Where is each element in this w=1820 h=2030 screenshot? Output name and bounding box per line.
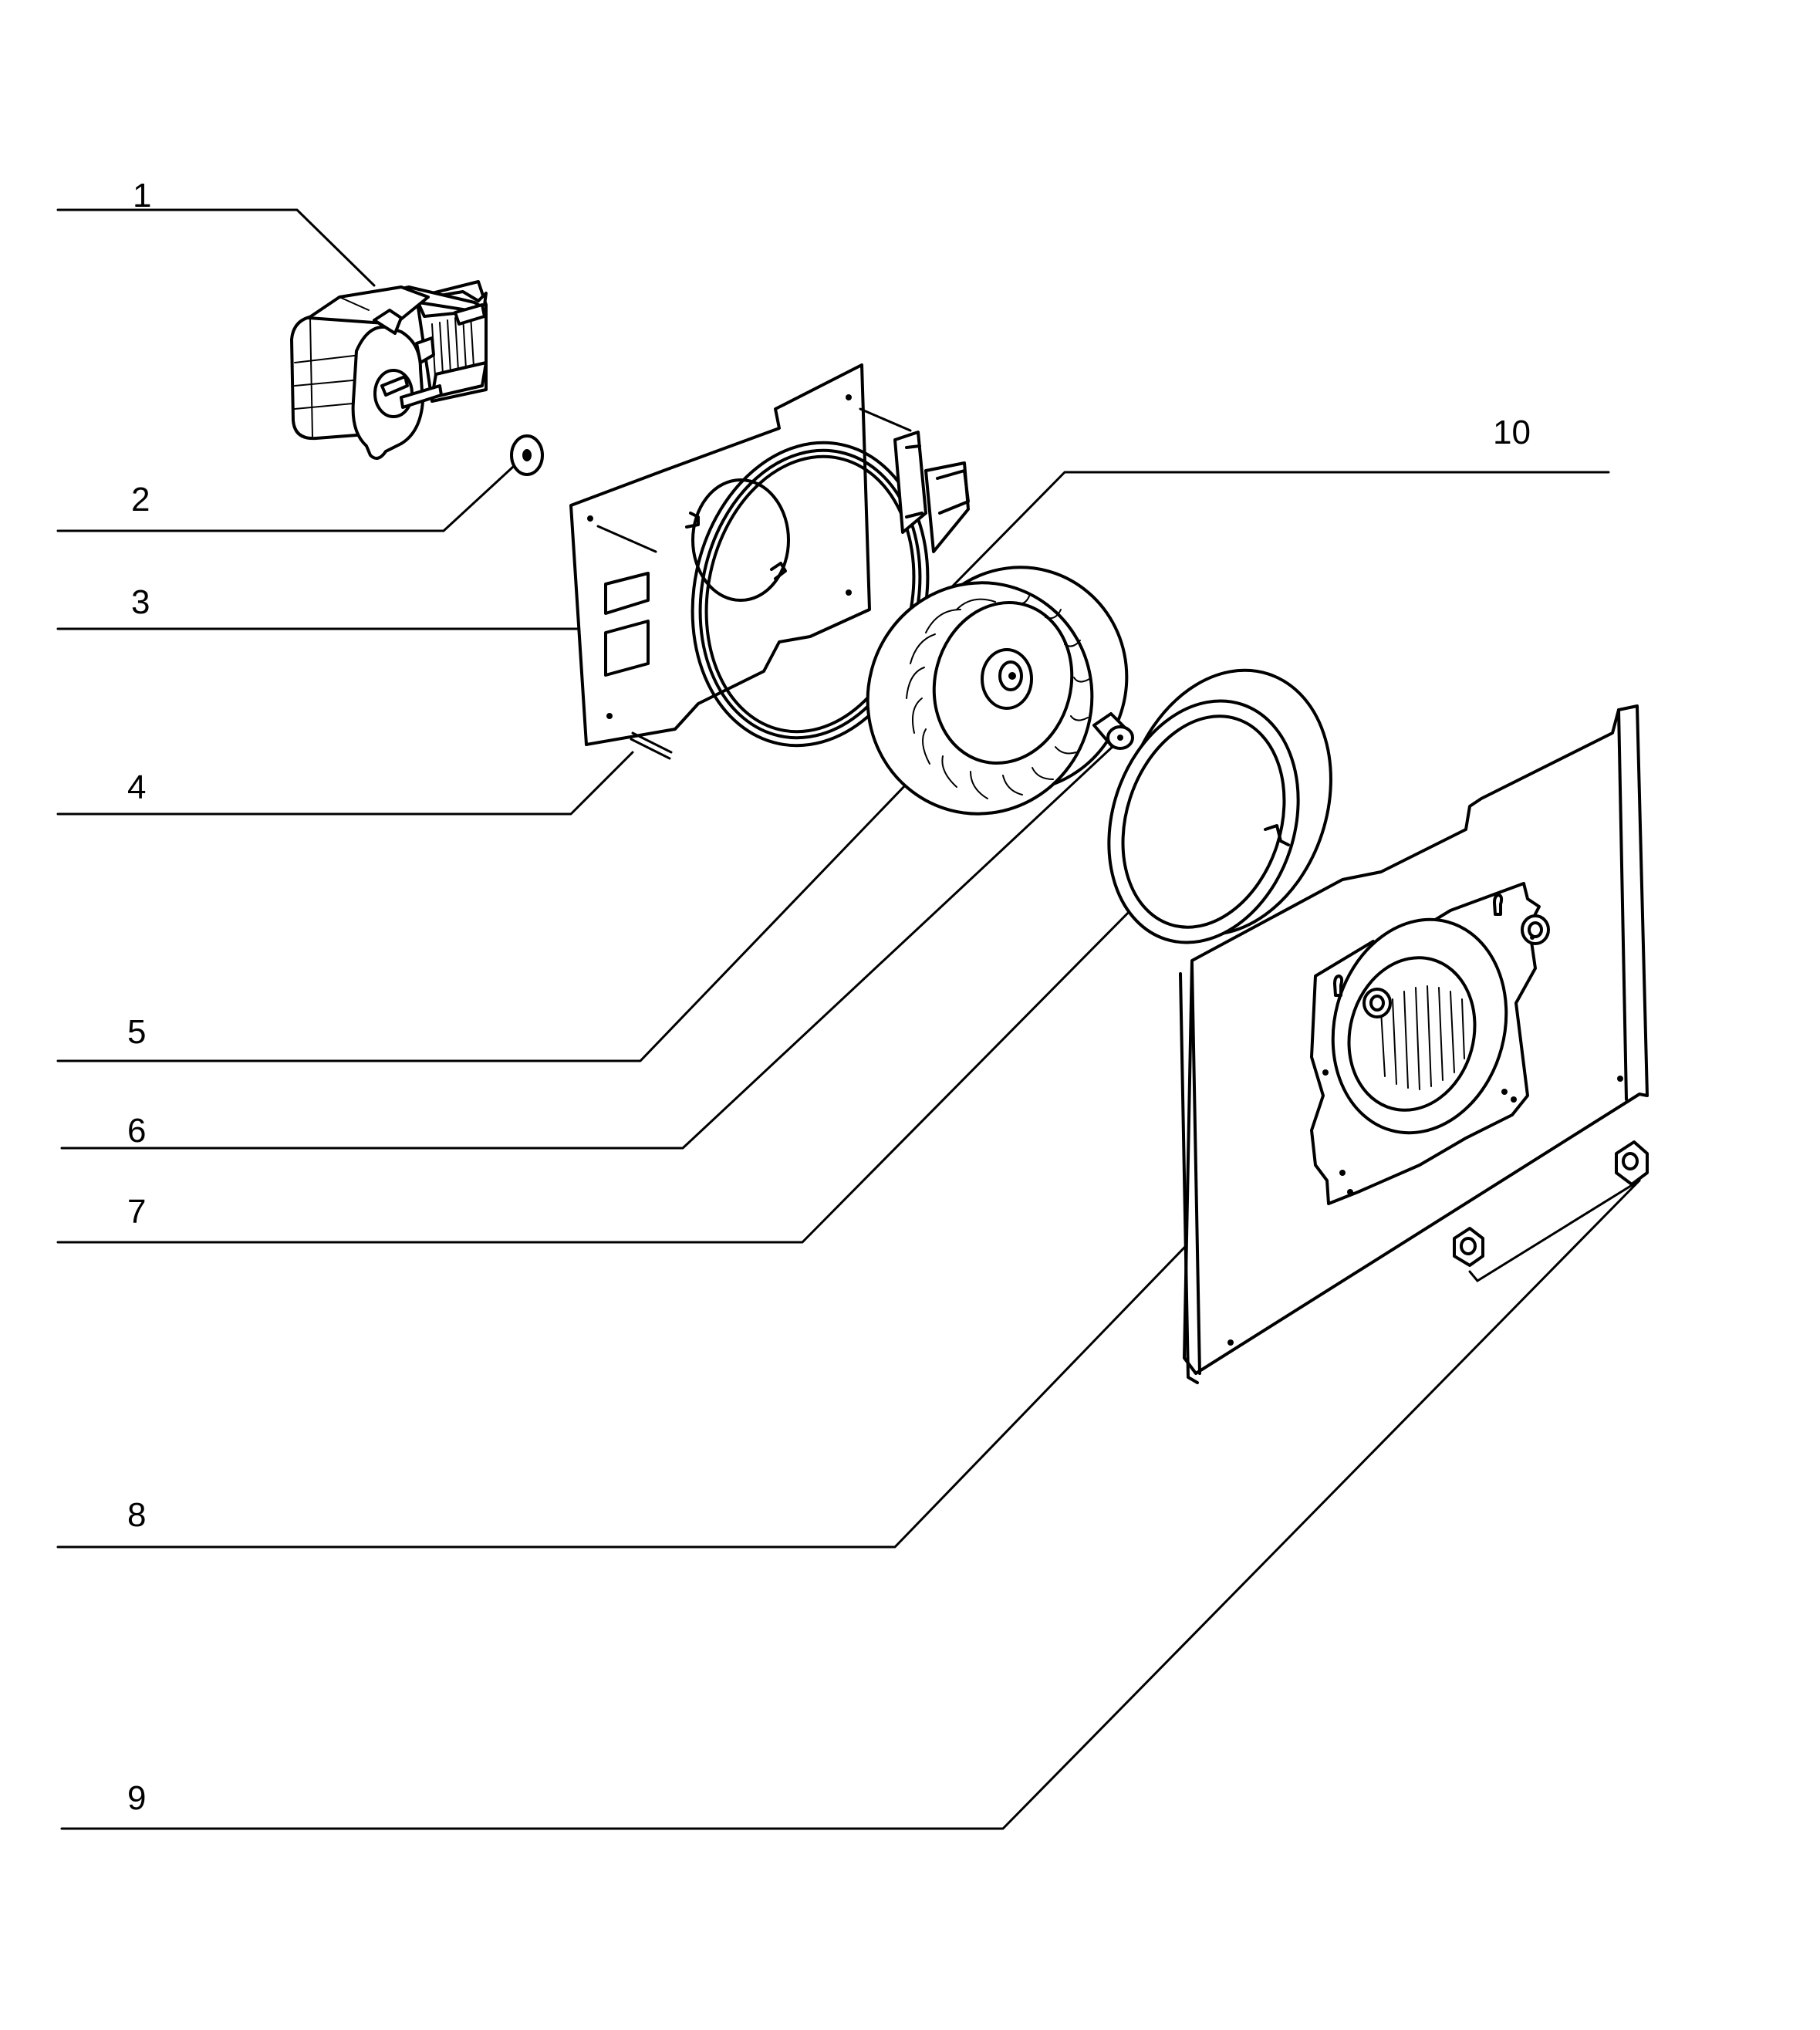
callout-number-10: 10 (1493, 414, 1531, 451)
leader-line-9-branch (1476, 1179, 1641, 1282)
leader-line-4 (56, 751, 634, 816)
leader-line-6 (60, 743, 1116, 1150)
part-fan-wheel (866, 566, 1129, 816)
callout-number-3: 3 (131, 583, 150, 621)
leader-line-1 (56, 208, 376, 287)
leader-line-7 (56, 901, 1140, 1244)
flange-stud-2 (1362, 988, 1392, 1018)
callout-number-7: 7 (127, 1193, 146, 1231)
flange-stud-1 (1521, 914, 1550, 945)
callout-number-5: 5 (127, 1013, 146, 1051)
part-motor (290, 280, 488, 460)
part-hub-nut (1092, 712, 1134, 750)
part-terminal-clip (859, 407, 970, 553)
leader-line-9 (60, 1179, 1641, 1830)
leader-line-8 (56, 1202, 1228, 1549)
part-nut-1 (1615, 1140, 1649, 1186)
part-rear-plate (569, 363, 871, 746)
callout-numbers: 1 2 3 4 5 6 7 8 9 10 (127, 177, 1531, 1817)
part-nut-2 (1453, 1227, 1484, 1267)
leader-line-10 (920, 471, 1610, 619)
leader-line-9-branch-2 (1468, 1270, 1479, 1282)
callout-number-6: 6 (127, 1112, 146, 1150)
callout-number-4: 4 (127, 768, 146, 806)
part-shroud-ring (1107, 668, 1332, 944)
callout-number-1: 1 (133, 177, 151, 214)
part-pin (630, 731, 673, 760)
callout-number-8: 8 (127, 1496, 146, 1534)
leader-line-5 (56, 762, 927, 1062)
callout-number-2: 2 (131, 481, 150, 518)
part-front-cover (1179, 704, 1649, 1384)
part-washer (510, 434, 544, 476)
callout-number-9: 9 (127, 1779, 146, 1817)
leader-line-2 (56, 465, 515, 532)
leader-lines (56, 208, 1641, 1830)
